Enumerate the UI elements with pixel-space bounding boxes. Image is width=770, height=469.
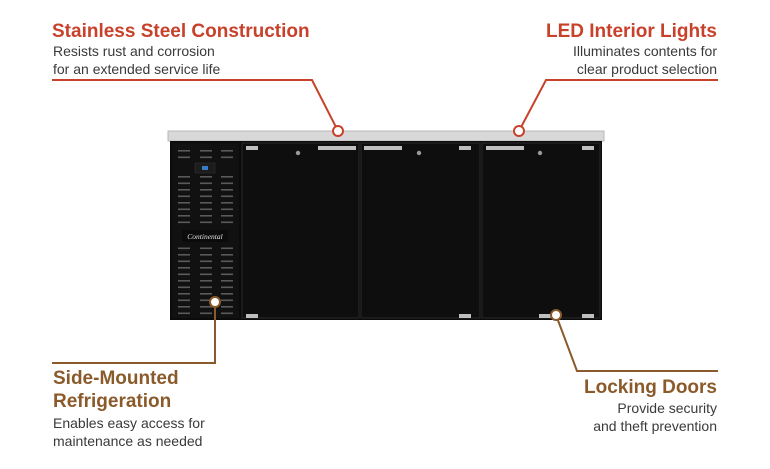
marker-locking: [550, 309, 562, 321]
vent-slot: [221, 150, 233, 152]
side-title-line2: Refrigeration: [53, 391, 172, 412]
vent-slot: [221, 286, 233, 289]
vent-slot: [221, 156, 233, 159]
vent-slot: [200, 182, 212, 185]
locking-title: Locking Doors: [583, 377, 717, 398]
brand-logo: Continental: [187, 232, 222, 241]
vent-slot: [178, 156, 190, 159]
marker-stainless: [332, 125, 344, 137]
vent-slot: [221, 221, 233, 224]
led-desc-line2: clear product selection: [576, 61, 717, 77]
vent-slot: [178, 221, 190, 224]
vent-slot: [221, 182, 233, 185]
vent-slot: [200, 195, 212, 198]
vent-slot: [200, 156, 212, 159]
vent-slot: [200, 176, 212, 178]
vent-slot: [200, 260, 212, 263]
vent-slot: [221, 293, 233, 295]
doors: [241, 142, 601, 319]
vent-slot: [178, 267, 190, 269]
vent-slot: [221, 254, 233, 256]
locking-desc-line2: and theft prevention: [593, 418, 717, 434]
vent-slot: [221, 208, 233, 211]
vent-slot: [221, 280, 233, 282]
vent-slot: [178, 208, 190, 211]
vent-slot: [221, 176, 233, 178]
leader-led: [518, 79, 718, 132]
side-desc-line2: maintenance as needed: [53, 433, 203, 449]
vent-slot: [200, 208, 212, 211]
vent-slot: [178, 189, 190, 191]
stainless-desc-line2: for an extended service life: [53, 61, 221, 77]
stainless-desc-line1: Resists rust and corrosion: [53, 43, 215, 59]
locking-desc-line1: Provide security: [617, 400, 717, 416]
vent-slot: [178, 202, 190, 204]
vent-slot: [178, 215, 190, 217]
side-desc-line1: Enables easy access for: [53, 415, 205, 431]
vent-slot: [221, 195, 233, 198]
vent-slot: [221, 267, 233, 269]
vent-slot: [221, 312, 233, 315]
vent-slot: [178, 299, 190, 302]
vent-slot: [200, 312, 212, 315]
marker-side: [209, 296, 221, 308]
lock-icon: [295, 150, 301, 156]
side-title-line1: Side-Mounted: [53, 368, 179, 389]
vent-slot: [221, 215, 233, 217]
vent-slot: [200, 215, 212, 217]
vent-slot: [178, 260, 190, 263]
vent-slot: [221, 299, 233, 302]
vent-slot: [200, 202, 212, 204]
vent-slot: [200, 280, 212, 282]
vent-slot: [178, 306, 190, 308]
lock-icon: [416, 150, 422, 156]
door-handle: [364, 146, 402, 150]
vent-slot: [178, 176, 190, 178]
vent-slot: [221, 247, 233, 250]
door-middle: [360, 142, 481, 319]
vent-slot: [178, 247, 190, 250]
vent-slot: [200, 306, 212, 308]
vent-slot: [200, 273, 212, 276]
vent-slot: [200, 150, 212, 152]
door-right: [481, 142, 601, 319]
vent-slot: [200, 254, 212, 256]
led-desc-line1: Illuminates contents for: [573, 43, 717, 59]
vent-slot: [221, 260, 233, 263]
vent-slot: [178, 150, 190, 152]
vent-slot: [200, 286, 212, 289]
vent-slot: [178, 182, 190, 185]
refrigeration-grille: Continental: [172, 143, 239, 318]
vent-slot: [200, 267, 212, 269]
vent-slot: [200, 293, 212, 295]
door-left: [241, 142, 360, 319]
led-title: LED Interior Lights: [546, 21, 717, 42]
door-handle: [318, 146, 356, 150]
marker-led: [513, 125, 525, 137]
vent-slot: [200, 189, 212, 191]
door-handle: [486, 146, 524, 150]
leader-side: [52, 302, 216, 364]
vent-slot: [178, 293, 190, 295]
leader-stainless: [52, 79, 339, 132]
vent-slot: [221, 202, 233, 204]
vent-slot: [178, 273, 190, 276]
lock-icon: [537, 150, 543, 156]
vent-slot: [178, 195, 190, 198]
vent-slot: [178, 280, 190, 282]
vent-slot: [200, 247, 212, 250]
stainless-title: Stainless Steel Construction: [52, 21, 310, 42]
vent-slot: [200, 221, 212, 224]
vent-slot: [221, 306, 233, 308]
vent-slot: [178, 286, 190, 289]
leader-locking: [555, 314, 718, 372]
stainless-top: [167, 130, 605, 142]
vent-slot: [178, 254, 190, 256]
vent-slot: [200, 299, 212, 302]
vent-slot: [221, 189, 233, 191]
vent-slot: [178, 312, 190, 315]
vent-slot: [221, 273, 233, 276]
